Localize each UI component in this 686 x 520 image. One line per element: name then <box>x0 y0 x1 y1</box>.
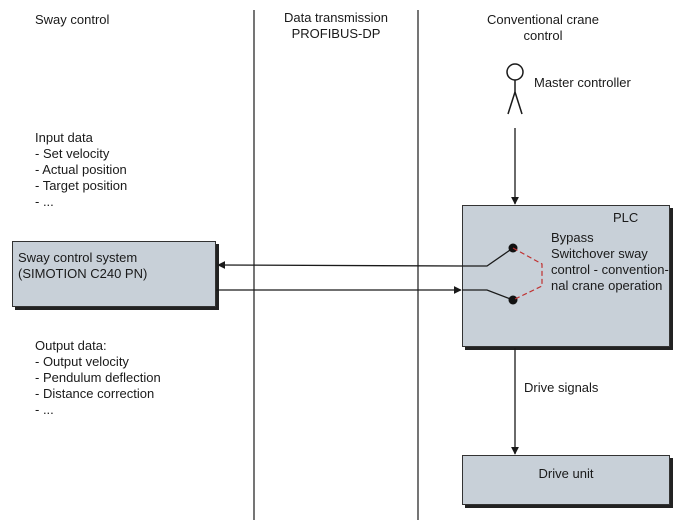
column-header-crane-line-2: control <box>523 28 563 43</box>
bypass-description: Bypass Switchover sway control - convent… <box>551 230 669 294</box>
column-header-conventional-crane-control: Conventional crane control <box>458 12 628 44</box>
output-data-item: - Pendulum deflection <box>35 370 161 385</box>
input-data-heading: Input data <box>35 130 93 145</box>
sway-control-system-box: Sway control system (SIMOTION C240 PN) <box>12 241 216 307</box>
bypass-switch <box>462 247 514 301</box>
switch-contact-bottom <box>508 295 518 305</box>
input-data-item: - ... <box>35 194 54 209</box>
plc-title: PLC <box>613 210 639 225</box>
input-data-item: - Set velocity <box>35 146 110 161</box>
plc-box <box>462 205 670 347</box>
bypass-line-3: control - convention- <box>551 262 669 277</box>
output-data-heading: Output data: <box>35 338 107 353</box>
bypass-line-2: Switchover sway <box>551 246 648 261</box>
sway-control-system-label: Sway control system (SIMOTION C240 PN) <box>18 250 147 282</box>
switch-dashed-link <box>512 247 543 301</box>
input-data-list: Input data - Set velocity - Actual posit… <box>35 130 127 210</box>
input-data-item: - Actual position <box>35 162 127 177</box>
output-data-item: - ... <box>35 402 54 417</box>
arrow-plc-to-sway <box>217 261 463 270</box>
output-data-item: - Output velocity <box>35 354 129 369</box>
drive-unit-box: Drive unit <box>462 455 670 505</box>
sway-control-system-line-2: (SIMOTION C240 PN) <box>18 266 148 281</box>
column-header-data-transmission-line-2: PROFIBUS-DP <box>291 26 381 41</box>
input-data-item: - Target position <box>35 178 128 193</box>
column-header-data-transmission-line-1: Data transmission <box>283 10 389 25</box>
column-header-data-transmission: Data transmission PROFIBUS-DP <box>246 10 426 42</box>
output-data-item: - Distance correction <box>35 386 155 401</box>
column-header-crane-line-1: Conventional crane <box>486 12 600 27</box>
master-controller-label: Master controller <box>534 75 631 90</box>
bypass-line-1: Bypass <box>551 230 594 245</box>
bypass-line-4: nal crane operation <box>551 278 663 293</box>
column-header-sway-control: Sway control <box>35 12 110 27</box>
drive-unit-label: Drive unit <box>538 466 594 481</box>
drive-signals-label: Drive signals <box>524 380 599 395</box>
person-icon <box>506 63 524 115</box>
sway-control-system-line-1: Sway control system <box>18 250 138 265</box>
output-data-list: Output data: - Output velocity - Pendulu… <box>35 338 161 418</box>
